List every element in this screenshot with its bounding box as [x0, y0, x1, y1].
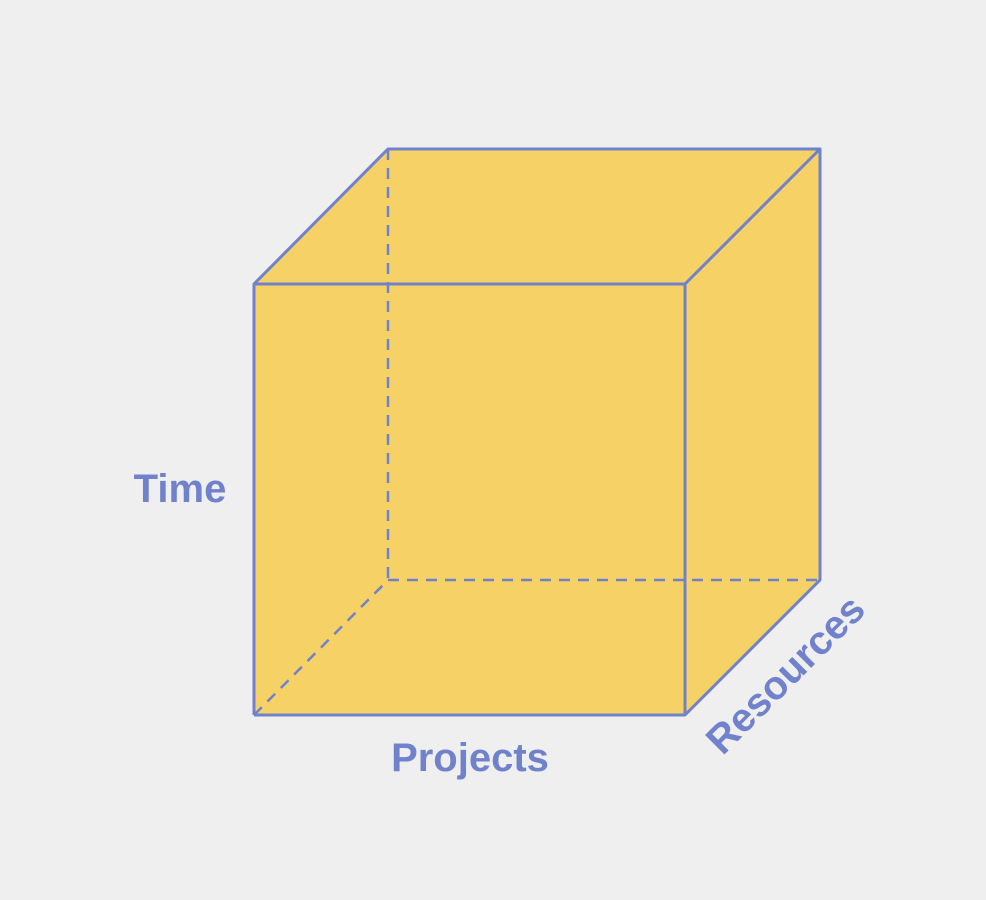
axis-label-time: Time — [134, 467, 227, 511]
cube-top-face — [254, 149, 820, 284]
visible-edge-top-right — [683, 147, 822, 286]
cube-front-face — [254, 284, 685, 715]
axis-label-projects: Projects — [391, 736, 549, 780]
hidden-edge-depth — [253, 579, 389, 716]
cube-side-face — [685, 149, 820, 715]
